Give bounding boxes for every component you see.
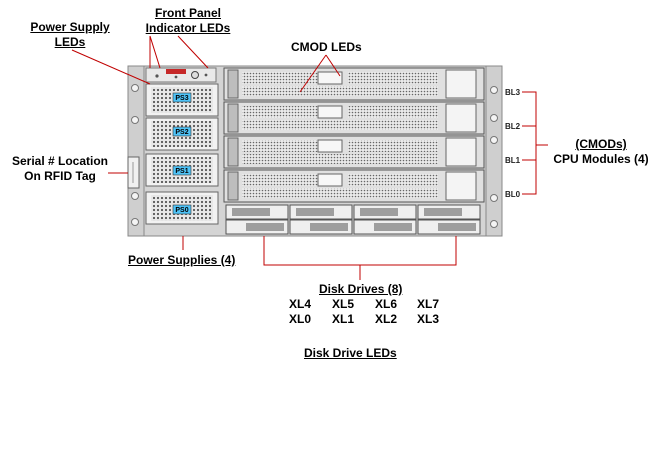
power-button-icon <box>191 71 199 79</box>
drive-label-xl3: XL3 <box>417 312 440 326</box>
cmods-label-line2: CPU Modules (4) <box>553 152 649 166</box>
disk-drive-xl5 <box>289 204 353 220</box>
psu-label-ps2: PS2 <box>175 129 188 136</box>
drive-label-xl6: XL6 <box>375 297 398 311</box>
leader-power-supply-leds <box>71 49 151 85</box>
psu-label-ps3: PS3 <box>175 95 188 102</box>
drive-label-xl4: XL4 <box>289 297 312 311</box>
disk-drive-leds-label: Disk Drive LEDs <box>304 346 397 360</box>
front-indicator-panel <box>145 67 217 83</box>
psu-bay-ps0 <box>145 191 219 225</box>
cmod-label-bl3: BL3 <box>505 88 521 97</box>
drive-label-xl2: XL2 <box>375 312 398 326</box>
leader-cmod-leds <box>299 54 327 93</box>
psu-label-ps0: PS0 <box>175 207 188 214</box>
disk-drive-xl1 <box>289 219 353 235</box>
disk-drives-label: Disk Drives (8) <box>319 282 403 296</box>
drive-label-xl7: XL7 <box>417 297 440 311</box>
drive-label-xl5: XL5 <box>332 297 355 311</box>
drive-label-xl0: XL0 <box>289 312 312 326</box>
disk-drive-xl6 <box>353 204 417 220</box>
indicator-led-icon <box>155 74 159 78</box>
drive-label-xl1: XL1 <box>332 312 355 326</box>
psu-label-ps1: PS1 <box>175 168 188 175</box>
leader-front-panel-leds <box>149 35 161 69</box>
power-supplies-label: Power Supplies (4) <box>128 253 236 267</box>
cmod-slot-bl1 <box>223 135 485 169</box>
cmod-label-bl0: BL0 <box>505 190 521 199</box>
disk-drive-xl0 <box>225 219 289 235</box>
psu-bay-ps3 <box>145 83 219 117</box>
oracle-logo <box>166 69 186 74</box>
front-panel-leds-label: Front Panel Indicator LEDs <box>145 6 231 35</box>
cmod-slot-bl3 <box>223 67 485 101</box>
bracket-cmods <box>522 91 537 195</box>
psu-bay-ps2 <box>145 117 219 151</box>
disk-drive-xl2 <box>353 219 417 235</box>
indicator-led-icon <box>174 75 178 79</box>
cmod-slot-bl0 <box>223 169 485 203</box>
bracket-disk-drives <box>263 236 457 266</box>
indicator-led-icon <box>204 73 208 77</box>
right-rack-ear <box>485 65 503 237</box>
leader-front-panel-leds <box>177 35 209 69</box>
disk-drive-xl3 <box>417 219 481 235</box>
cmods-label-line1: (CMODs) <box>575 137 627 151</box>
cmod-label-bl2: BL2 <box>505 122 521 131</box>
cmod-leds-label: CMOD LEDs <box>291 40 362 54</box>
leader-cmod-leds <box>325 54 341 77</box>
cmod-label-bl1: BL1 <box>505 156 521 165</box>
power-supply-leds-label: Power Supply LEDs <box>30 20 110 49</box>
disk-drive-xl7 <box>417 204 481 220</box>
serial-location-label: Serial # Location On RFID Tag <box>11 154 109 183</box>
disk-drive-xl4 <box>225 204 289 220</box>
cmod-slot-bl2 <box>223 101 485 135</box>
psu-bay-ps1 <box>145 153 219 187</box>
